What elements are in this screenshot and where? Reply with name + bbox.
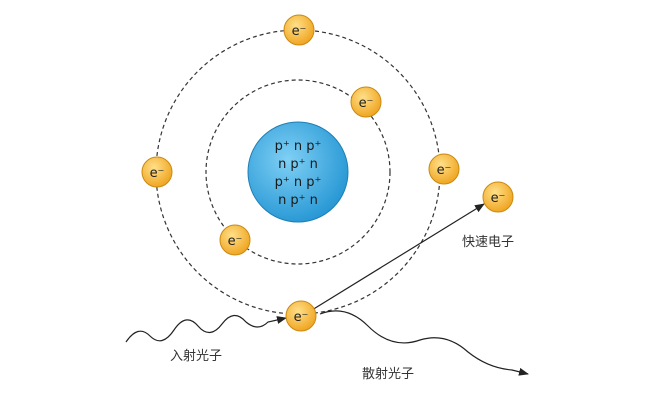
electron-top: e⁻ — [284, 15, 314, 45]
svg-text:e⁻: e⁻ — [294, 310, 309, 325]
electron-collision: e⁻ — [286, 301, 316, 331]
nucleus: p⁺ n p⁺ n p⁺ n p⁺ n p⁺ n p⁺ n — [248, 122, 348, 222]
electron-inner-top-right: e⁻ — [351, 87, 381, 117]
svg-text:e⁻: e⁻ — [491, 191, 506, 206]
svg-text:e⁻: e⁻ — [359, 96, 374, 111]
svg-text:e⁻: e⁻ — [437, 163, 452, 178]
nucleon-row-4: n p⁺ n — [278, 193, 318, 208]
svg-text:e⁻: e⁻ — [228, 234, 243, 249]
incident-photon-label: 入射光子 — [170, 348, 222, 364]
electron-left: e⁻ — [142, 157, 172, 187]
svg-text:e⁻: e⁻ — [150, 166, 165, 181]
incident-photon-wave — [126, 315, 286, 342]
svg-text:e⁻: e⁻ — [292, 24, 307, 39]
fast-electron-label: 快速电子 — [462, 235, 514, 250]
nucleon-row-3: p⁺ n p⁺ — [275, 175, 322, 190]
electron-inner-bottom-left: e⁻ — [220, 225, 250, 255]
scattered-photon-wave — [320, 311, 528, 374]
nucleon-row-2: n p⁺ n — [278, 157, 318, 172]
nucleon-row-1: p⁺ n p⁺ — [275, 139, 322, 154]
fast-electron-trajectory — [312, 204, 484, 310]
scattered-photon-label: 散射光子 — [362, 366, 414, 382]
electron-inner-right: e⁻ — [429, 154, 459, 184]
electron-ejected: e⁻ — [483, 182, 513, 212]
